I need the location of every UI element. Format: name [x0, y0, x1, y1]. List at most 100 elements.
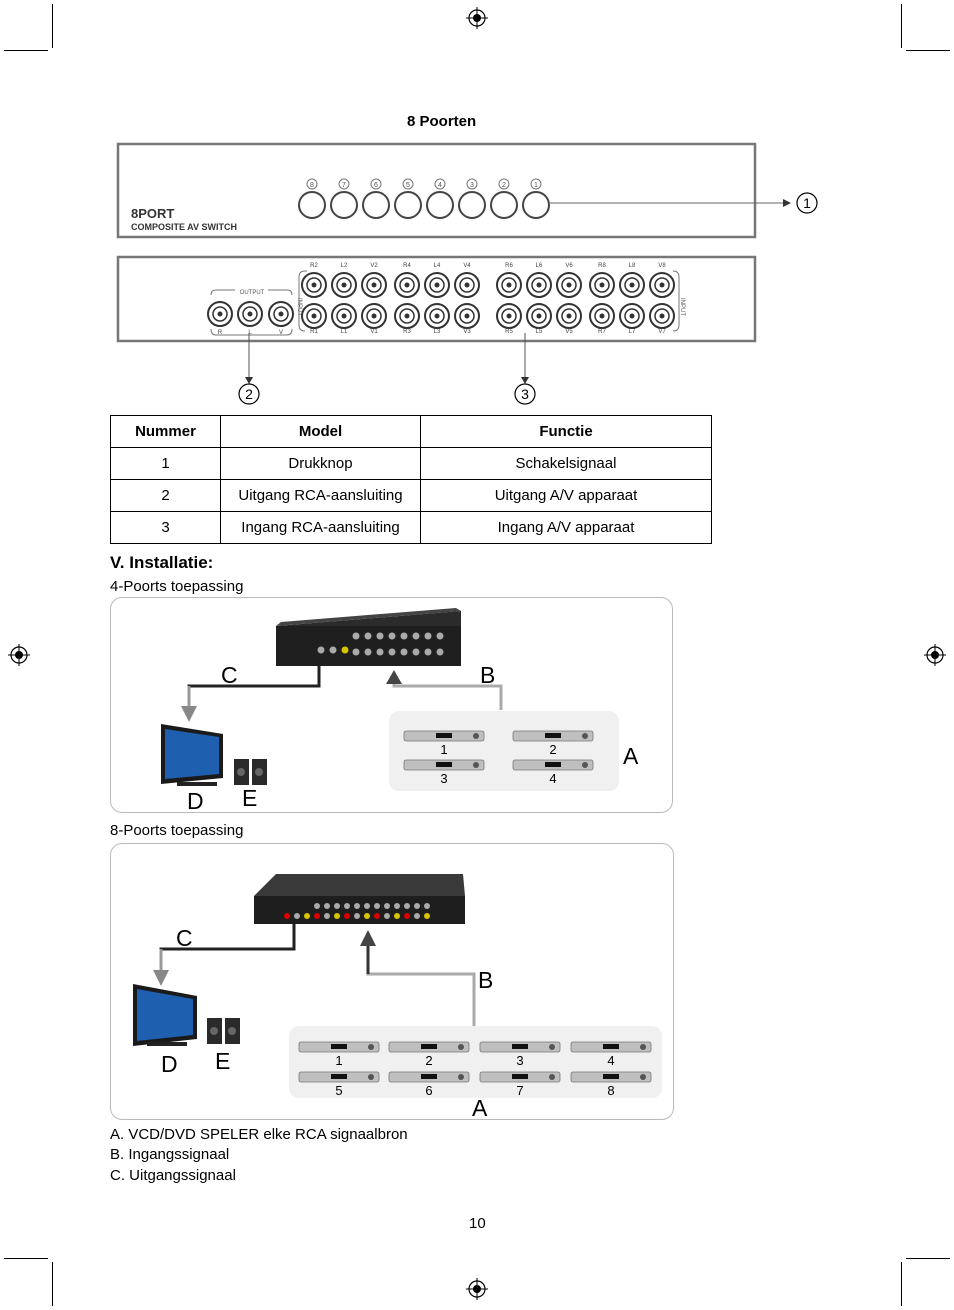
rca-jack [237, 301, 263, 327]
jack-label: R2 [310, 263, 318, 269]
label-e: E [215, 1048, 231, 1074]
table-cell: Ingang RCA-aansluiting [220, 511, 421, 544]
jack-label: V4 [463, 263, 471, 269]
rca-jack [331, 272, 357, 298]
dvd-player-number: 2 [425, 1053, 432, 1068]
crop-mark [901, 4, 902, 48]
jack-label: L4 [434, 263, 441, 269]
front-button: 3 [458, 178, 486, 219]
dvd-player: 7 [479, 1071, 561, 1098]
dvd-player-number: 5 [335, 1083, 342, 1098]
dvd-player-number: 3 [440, 771, 447, 786]
dvd-player-number: 3 [516, 1053, 523, 1068]
jack-label: R6 [505, 263, 513, 269]
front-button: 1 [522, 178, 550, 219]
rca-jack [394, 303, 420, 329]
rca-jack [268, 301, 294, 327]
front-button: 8 [298, 178, 326, 219]
jack-label: R1 [310, 329, 318, 335]
legend-item: B. Ingangssignaal [110, 1146, 230, 1163]
label-d: D [187, 788, 204, 814]
rca-jack [649, 272, 675, 298]
callout-3: 3 [521, 386, 529, 402]
front-button: 2 [490, 178, 518, 219]
dvd-player: 4 [512, 759, 594, 786]
dvd-player-number: 1 [335, 1053, 342, 1068]
rca-jack [496, 272, 522, 298]
rca-jack [361, 303, 387, 329]
jack-label: R4 [403, 263, 411, 269]
input-label-right: INPUT [679, 298, 685, 316]
dvd-player: 5 [298, 1071, 380, 1098]
crop-mark [906, 1258, 950, 1259]
spec-table: Nummer Model Functie 1 Drukknop Schakels… [110, 415, 712, 544]
callout-1: 1 [803, 195, 811, 211]
dvd-player: 6 [388, 1071, 470, 1098]
jack-label: V1 [370, 329, 378, 335]
jack-label: V3 [463, 329, 471, 335]
table-row: 2 Uitgang RCA-aansluiting Uitgang A/V ap… [110, 479, 712, 512]
dvd-player-number: 7 [516, 1083, 523, 1098]
jack-label: R7 [598, 329, 606, 335]
legend-item: A. VCD/DVD SPELER elke RCA signaalbron [110, 1126, 408, 1143]
front-button-label: 2 [502, 182, 506, 189]
label-c: C [176, 925, 193, 951]
dvd-player-number: 1 [440, 742, 447, 757]
four-port-illustration: 1 2 3 4 [161, 608, 619, 791]
crop-mark [901, 1262, 902, 1306]
crop-mark [4, 50, 48, 51]
front-button: 5 [394, 178, 422, 219]
rca-jack [424, 303, 450, 329]
dvd-player: 3 [403, 759, 485, 786]
crop-mark [906, 50, 950, 51]
jack-label: V6 [565, 263, 573, 269]
rca-jack [496, 303, 522, 329]
label-b: B [480, 662, 496, 688]
table-header-row: Nummer Model Functie [110, 415, 712, 448]
dvd-player-number: 6 [425, 1083, 432, 1098]
rca-jack [556, 272, 582, 298]
rca-jack [301, 272, 327, 298]
table-cell: 1 [110, 447, 221, 480]
page-number: 10 [469, 1215, 486, 1232]
logo-subtitle: COMPOSITE AV SWITCH [131, 222, 237, 232]
logo-brand: 8PORT [131, 206, 174, 221]
crop-mark [4, 1258, 48, 1259]
jack-label: L3 [434, 329, 441, 335]
rca-jack [454, 272, 480, 298]
front-button: 4 [426, 178, 454, 219]
jack-label: R3 [403, 329, 411, 335]
front-button: 6 [362, 178, 390, 219]
crop-mark [52, 4, 53, 48]
registration-mark-icon [466, 1278, 488, 1300]
output-label: OUTPUT [240, 290, 265, 296]
table-cell: Uitgang RCA-aansluiting [220, 479, 421, 512]
crop-mark [52, 1262, 53, 1306]
registration-mark-icon [466, 7, 488, 29]
rca-jack [207, 301, 233, 327]
dvd-player: 4 [570, 1041, 652, 1068]
table-row: 1 Drukknop Schakelsignaal [110, 447, 712, 480]
jack-label: L2 [341, 263, 348, 269]
rca-jack [619, 272, 645, 298]
four-port-caption: 4-Poorts toepassing [110, 578, 244, 595]
front-button-label: 7 [342, 182, 346, 189]
table-cell: Ingang A/V apparaat [420, 511, 712, 544]
jack-label: V7 [658, 329, 666, 335]
dvd-player: 2 [512, 730, 594, 757]
front-button-label: 8 [310, 182, 314, 189]
jack-label: V5 [565, 329, 573, 335]
front-button-label: 3 [470, 182, 474, 189]
jack-label: L [248, 330, 252, 336]
rca-jack [454, 303, 480, 329]
rca-jack [301, 303, 327, 329]
jack-label: L7 [629, 329, 636, 335]
jack-label: R8 [598, 263, 606, 269]
label-b: B [478, 967, 494, 993]
dvd-player: 8 [570, 1071, 652, 1098]
jack-label: V8 [658, 263, 666, 269]
label-a: A [472, 1095, 488, 1121]
installation-title: V. Installatie: [110, 553, 214, 572]
